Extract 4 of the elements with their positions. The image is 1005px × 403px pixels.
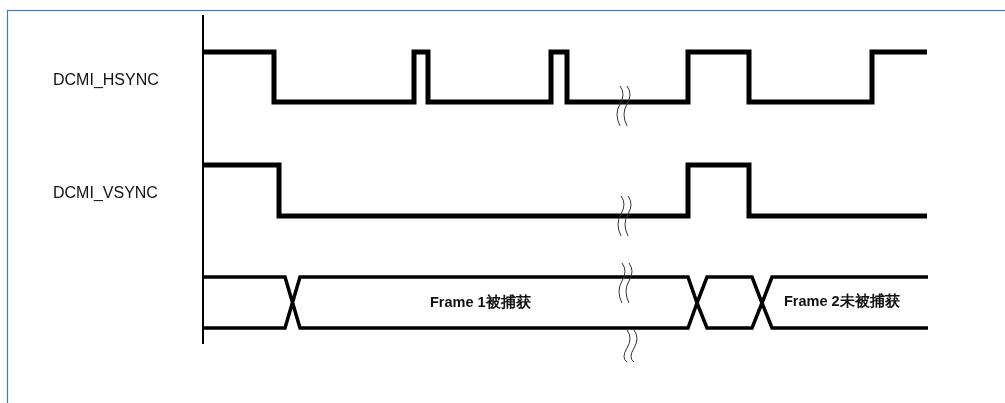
signal-name: DCMI_HSYNC [53, 71, 159, 89]
signal-name: DCMI_VSYNC [53, 184, 158, 202]
frame-label: Frame 1被捕获 [430, 293, 531, 312]
frame-label: Frame 2未被捕获 [784, 292, 900, 311]
